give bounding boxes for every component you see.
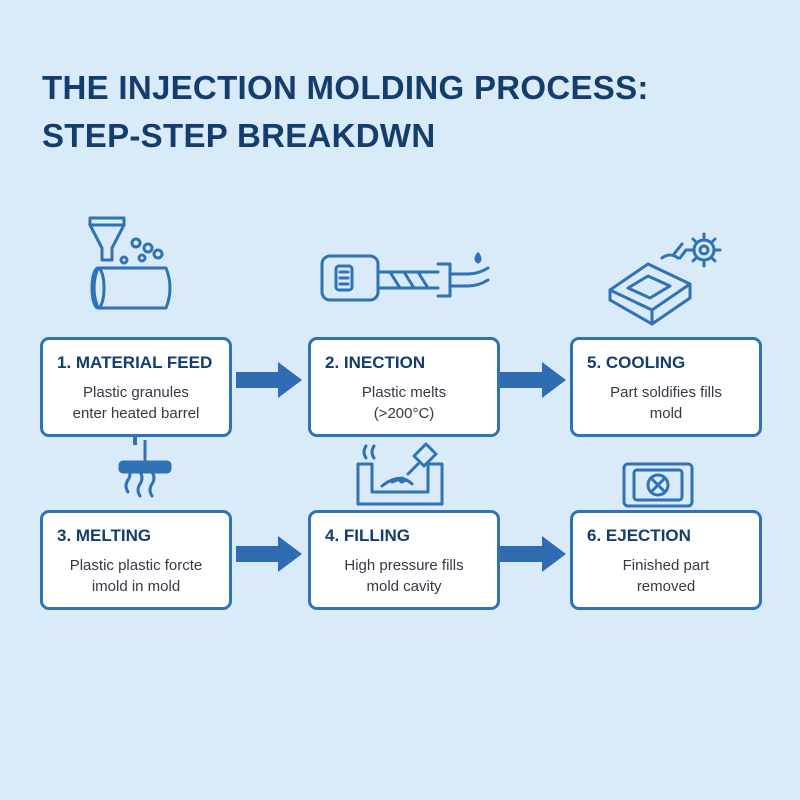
step-description: Plastic granules enter heated barrel	[51, 382, 221, 424]
step-desc-line: Finished part	[622, 557, 710, 574]
step-card-ejection: 6. EJECTION Finished part removed	[570, 510, 762, 610]
step-desc-line: mold cavity	[366, 578, 442, 595]
step-desc-line: mold	[649, 405, 683, 422]
page-title: THE INJECTION MOLDING PROCESS: STEP-STEP…	[42, 64, 762, 160]
hopper-barrel-icon	[88, 216, 172, 310]
step-heading: 6. EJECTION	[587, 526, 691, 545]
step-heading: 1. MATERIAL FEED	[57, 353, 213, 372]
step-desc-line: (>200°C)	[373, 405, 435, 422]
step-description: Plastic plastic forcte imold in mold	[51, 555, 221, 597]
step-card-filling: 4. FILLING High pressure fills mold cavi…	[308, 510, 500, 610]
step-description: Finished part removed	[581, 555, 751, 597]
heater-icon	[118, 440, 172, 498]
step-desc-line: removed	[636, 578, 696, 595]
step-description: Part soldifies fills mold	[581, 382, 751, 424]
step-description: Plastic melts (>200°C)	[319, 382, 489, 424]
arrow-right-icon	[500, 362, 566, 398]
step-heading: 3. MELTING	[57, 526, 152, 545]
step-desc-line: High pressure fills	[344, 557, 464, 574]
step-heading: 2. INECTION	[325, 353, 426, 372]
ejected-part-icon	[622, 462, 694, 508]
step-heading: 5. COOLING	[587, 353, 686, 372]
step-heading: 4. FILLING	[325, 526, 410, 545]
step-desc-line: imold in mold	[91, 578, 181, 595]
mold-gear-icon	[608, 232, 722, 326]
step-card-cooling: 5. COOLING Part soldifies fills mold	[570, 337, 762, 437]
step-card-injection: 2. INECTION Plastic melts (>200°C)	[308, 337, 500, 437]
title-line-2: STEP-STEP BREAKDWN	[42, 117, 436, 154]
arrow-right-icon	[236, 536, 302, 572]
filling-nozzle-icon	[356, 442, 444, 506]
arrow-right-icon	[236, 362, 302, 398]
arrow-right-icon	[500, 536, 566, 572]
title-line-1: THE INJECTION MOLDING PROCESS:	[42, 69, 649, 106]
connector-rod	[133, 437, 137, 445]
step-card-melting: 3. MELTING Plastic plastic forcte imold …	[40, 510, 232, 610]
step-desc-line: Part soldifies fills	[610, 384, 722, 401]
step-desc-line: Plastic plastic forcte	[69, 557, 203, 574]
step-desc-line: enter heated barrel	[72, 405, 200, 422]
step-desc-line: Plastic melts	[361, 384, 447, 401]
step-card-material-feed: 1. MATERIAL FEED Plastic granules enter …	[40, 337, 232, 437]
step-desc-line: Plastic granules	[83, 384, 189, 401]
step-description: High pressure fills mold cavity	[319, 555, 489, 597]
injection-unit-icon	[320, 252, 490, 302]
